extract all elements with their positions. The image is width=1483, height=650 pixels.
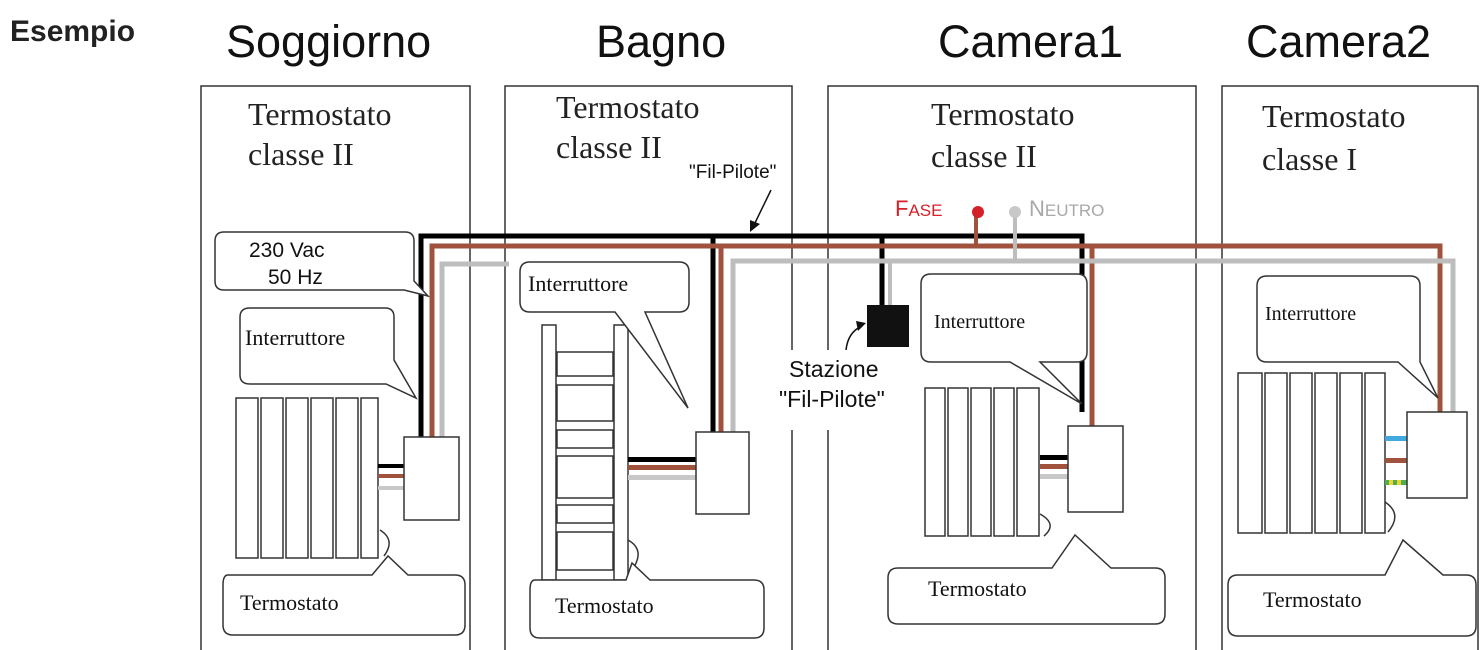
switch-bubble-bagno bbox=[519, 261, 690, 409]
control-box-camera1 bbox=[1067, 425, 1124, 513]
cable-neutral-camera1 bbox=[1040, 474, 1068, 479]
thermostat-label-camera1: Termostato bbox=[928, 576, 1027, 601]
switch-label-bagno: Interruttore bbox=[528, 271, 628, 296]
neutro-label: NEUTRO bbox=[1029, 196, 1104, 221]
cable-neutral-camera2 bbox=[1385, 436, 1407, 441]
fil-pilote-arrow-head bbox=[750, 220, 760, 232]
thermostat-label-soggiorno: Termostato bbox=[240, 590, 339, 615]
cable-pilot-camera1 bbox=[1040, 455, 1068, 460]
thermostat-label-bagno: Termostato bbox=[555, 593, 654, 618]
control-box-soggiorno bbox=[403, 436, 460, 521]
switch-label-camera2: Interruttore bbox=[1265, 303, 1356, 325]
supply-bubble bbox=[214, 231, 431, 298]
station-arrow-line bbox=[845, 325, 863, 351]
fil-pilote-arrow-line bbox=[753, 189, 772, 226]
example-label: Esempio bbox=[10, 15, 135, 48]
thermostat-class-line1-camera1: Termostato bbox=[931, 96, 1075, 132]
radiator-soggiorno bbox=[235, 397, 390, 559]
switch-bubble-camera2 bbox=[1256, 275, 1439, 399]
radiator-camera2 bbox=[1237, 372, 1396, 534]
thermostat-class-line1-soggiorno: Termostato bbox=[248, 96, 392, 132]
room-title-bagno: Bagno bbox=[596, 16, 726, 67]
switch-bubble-camera1 bbox=[920, 273, 1088, 405]
neutral-wire-bus bbox=[730, 258, 1456, 433]
cable-pilot-soggiorno bbox=[378, 464, 404, 468]
station-label-bg bbox=[779, 350, 927, 430]
thermostat-bubble-bagno bbox=[529, 561, 765, 639]
neutro-terminal bbox=[1009, 206, 1021, 218]
thermostat-class-line2-soggiorno: classe II bbox=[248, 136, 354, 172]
room-frame-soggiorno bbox=[200, 85, 471, 650]
cable-neutral-soggiorno bbox=[378, 486, 404, 490]
cable-phase-bagno bbox=[628, 465, 696, 470]
station-arrow-head bbox=[856, 321, 866, 331]
supply-voltage: 230 Vac bbox=[249, 239, 325, 262]
fil-pilote-label: "Fil-Pilote" bbox=[689, 162, 776, 183]
fase-terminal bbox=[972, 206, 984, 218]
station-label-line2: "Fil-Pilote" bbox=[779, 386, 885, 412]
neutral-wire-soggiorno bbox=[439, 261, 509, 437]
control-box-camera2 bbox=[1406, 411, 1468, 499]
switch-label-camera1: Interruttore bbox=[934, 311, 1025, 333]
cable-neutral-bagno bbox=[628, 475, 696, 480]
cable-phase-soggiorno bbox=[378, 474, 404, 478]
cable-earth-stripe-1 bbox=[1389, 480, 1393, 485]
radiator-camera1 bbox=[924, 387, 1051, 537]
cable-pilot-bagno bbox=[628, 457, 696, 462]
thermostat-bubble-soggiorno bbox=[222, 554, 466, 636]
switch-bubble-soggiorno bbox=[239, 307, 418, 400]
cable-phase-camera2 bbox=[1385, 458, 1407, 463]
station-label-line1: Stazione bbox=[789, 356, 879, 382]
supply-frequency: 50 Hz bbox=[268, 266, 323, 289]
fase-label: FASE bbox=[895, 196, 942, 221]
control-box-bagno bbox=[695, 431, 750, 515]
cable-phase-camera1 bbox=[1040, 464, 1068, 469]
thermostat-class-line1-bagno: Termostato bbox=[556, 89, 700, 125]
room-title-camera1: Camera1 bbox=[938, 16, 1123, 67]
thermostat-class-line2-camera1: classe II bbox=[931, 138, 1037, 174]
towel-radiator-bagno bbox=[541, 324, 639, 581]
room-title-camera2: Camera2 bbox=[1246, 16, 1431, 67]
thermostat-class-line1-camera2: Termostato bbox=[1262, 98, 1406, 134]
cable-earth-stripe-2 bbox=[1397, 480, 1401, 485]
thermostat-label-camera2: Termostato bbox=[1263, 587, 1362, 612]
room-frame-camera2 bbox=[1221, 85, 1479, 650]
thermostat-bubble-camera2 bbox=[1227, 538, 1477, 637]
phase-wire-bus bbox=[429, 243, 1443, 437]
thermostat-bubble-camera1 bbox=[887, 533, 1166, 625]
thermostat-class-line2-bagno: classe II bbox=[556, 129, 662, 165]
fil-pilote-station-box bbox=[867, 305, 909, 347]
switch-label-soggiorno: Interruttore bbox=[245, 325, 345, 350]
cable-earth-camera2 bbox=[1385, 480, 1407, 485]
room-title-soggiorno: Soggiorno bbox=[226, 16, 431, 67]
thermostat-class-line2-camera2: classe I bbox=[1262, 141, 1357, 177]
